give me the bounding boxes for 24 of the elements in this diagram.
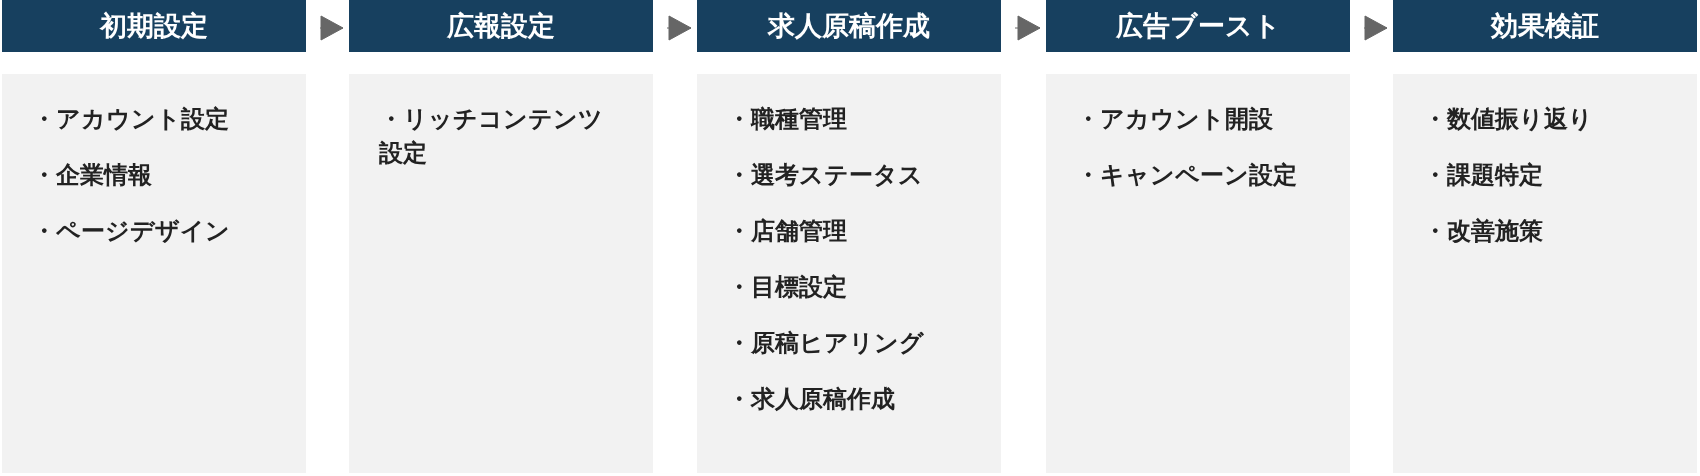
arrow bbox=[1014, 15, 1041, 41]
arrow bbox=[1363, 15, 1388, 41]
list-item: ・企業情報 bbox=[32, 160, 153, 191]
step-header: 広告ブースト bbox=[1046, 0, 1350, 52]
list-item: ・ページデザイン bbox=[32, 216, 231, 247]
list-item: ・アカウント設定 bbox=[32, 104, 230, 135]
step-header: 広報設定 bbox=[349, 0, 653, 52]
list-item: ・リッチコンテンツ設定 bbox=[379, 104, 604, 169]
step-header: 求人原稿作成 bbox=[697, 0, 1001, 52]
arrow bbox=[319, 15, 344, 41]
list-item: ・キャンペーン設定 bbox=[1076, 160, 1298, 191]
list-item: ・原稿ヒアリング bbox=[727, 328, 925, 359]
list-item: ・選考ステータス bbox=[727, 160, 924, 191]
list-item: ・アカウント開設 bbox=[1076, 104, 1274, 135]
list-item: ・店舗管理 bbox=[727, 216, 848, 247]
step-header: 効果検証 bbox=[1393, 0, 1697, 52]
list-item: ・目標設定 bbox=[727, 272, 848, 303]
list-item: ・求人原稿作成 bbox=[727, 384, 896, 415]
list-item: ・改善施策 bbox=[1423, 216, 1544, 247]
step-header: 初期設定 bbox=[2, 0, 306, 52]
list-item: ・職種管理 bbox=[727, 104, 848, 135]
arrow bbox=[666, 15, 692, 41]
list-item: ・課題特定 bbox=[1423, 160, 1544, 191]
list-item: ・数値振り返り bbox=[1423, 104, 1594, 135]
